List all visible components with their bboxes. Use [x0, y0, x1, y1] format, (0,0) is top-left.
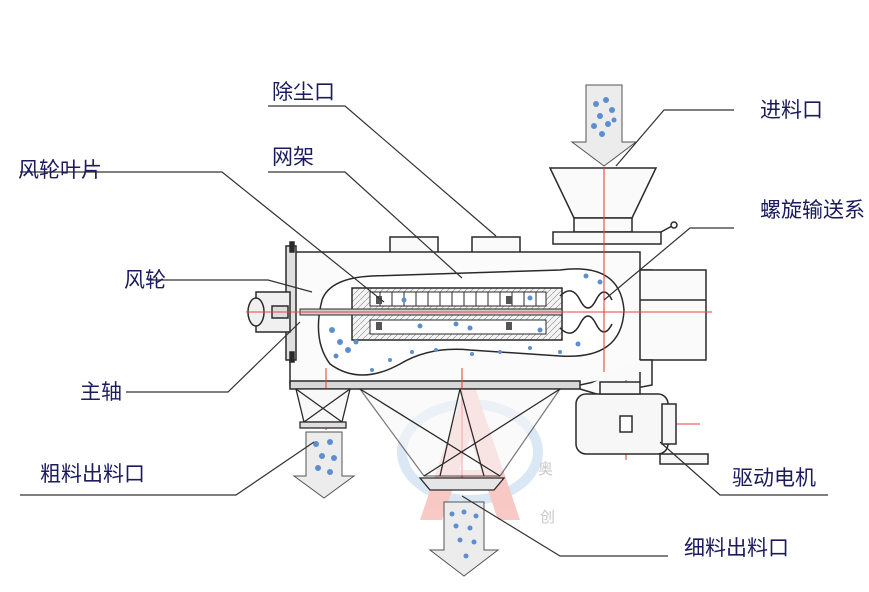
- fine-arrow: [428, 501, 500, 577]
- screen-chamber: [299, 268, 625, 376]
- leader-lines: [20, 105, 828, 557]
- coarse-outlet-chute: [295, 388, 351, 429]
- label-fine-outlet: 细料出料口: [684, 536, 789, 560]
- label-main-shaft: 主轴: [80, 380, 122, 404]
- watermark-text-2: 创: [540, 508, 556, 526]
- label-coarse-outlet: 粗料出料口: [40, 462, 145, 486]
- label-impeller-blade: 风轮叶片: [18, 158, 102, 182]
- watermark-text-1: 奥: [538, 460, 554, 478]
- label-drive-motor: 驱动电机: [732, 466, 816, 490]
- feed-hopper: [548, 167, 678, 245]
- drive-motor: [575, 372, 709, 465]
- fine-outlet-funnel: [358, 388, 562, 491]
- feed-arrow: [570, 84, 638, 167]
- label-impeller: 风轮: [124, 268, 166, 292]
- label-dust-outlet: 除尘口: [272, 80, 335, 104]
- label-screw-conveyor: 螺旋输送系: [760, 198, 865, 222]
- label-mesh-frame: 网架: [272, 145, 314, 169]
- coarse-arrow: [292, 431, 356, 499]
- label-feed-inlet: 进料口: [760, 98, 823, 122]
